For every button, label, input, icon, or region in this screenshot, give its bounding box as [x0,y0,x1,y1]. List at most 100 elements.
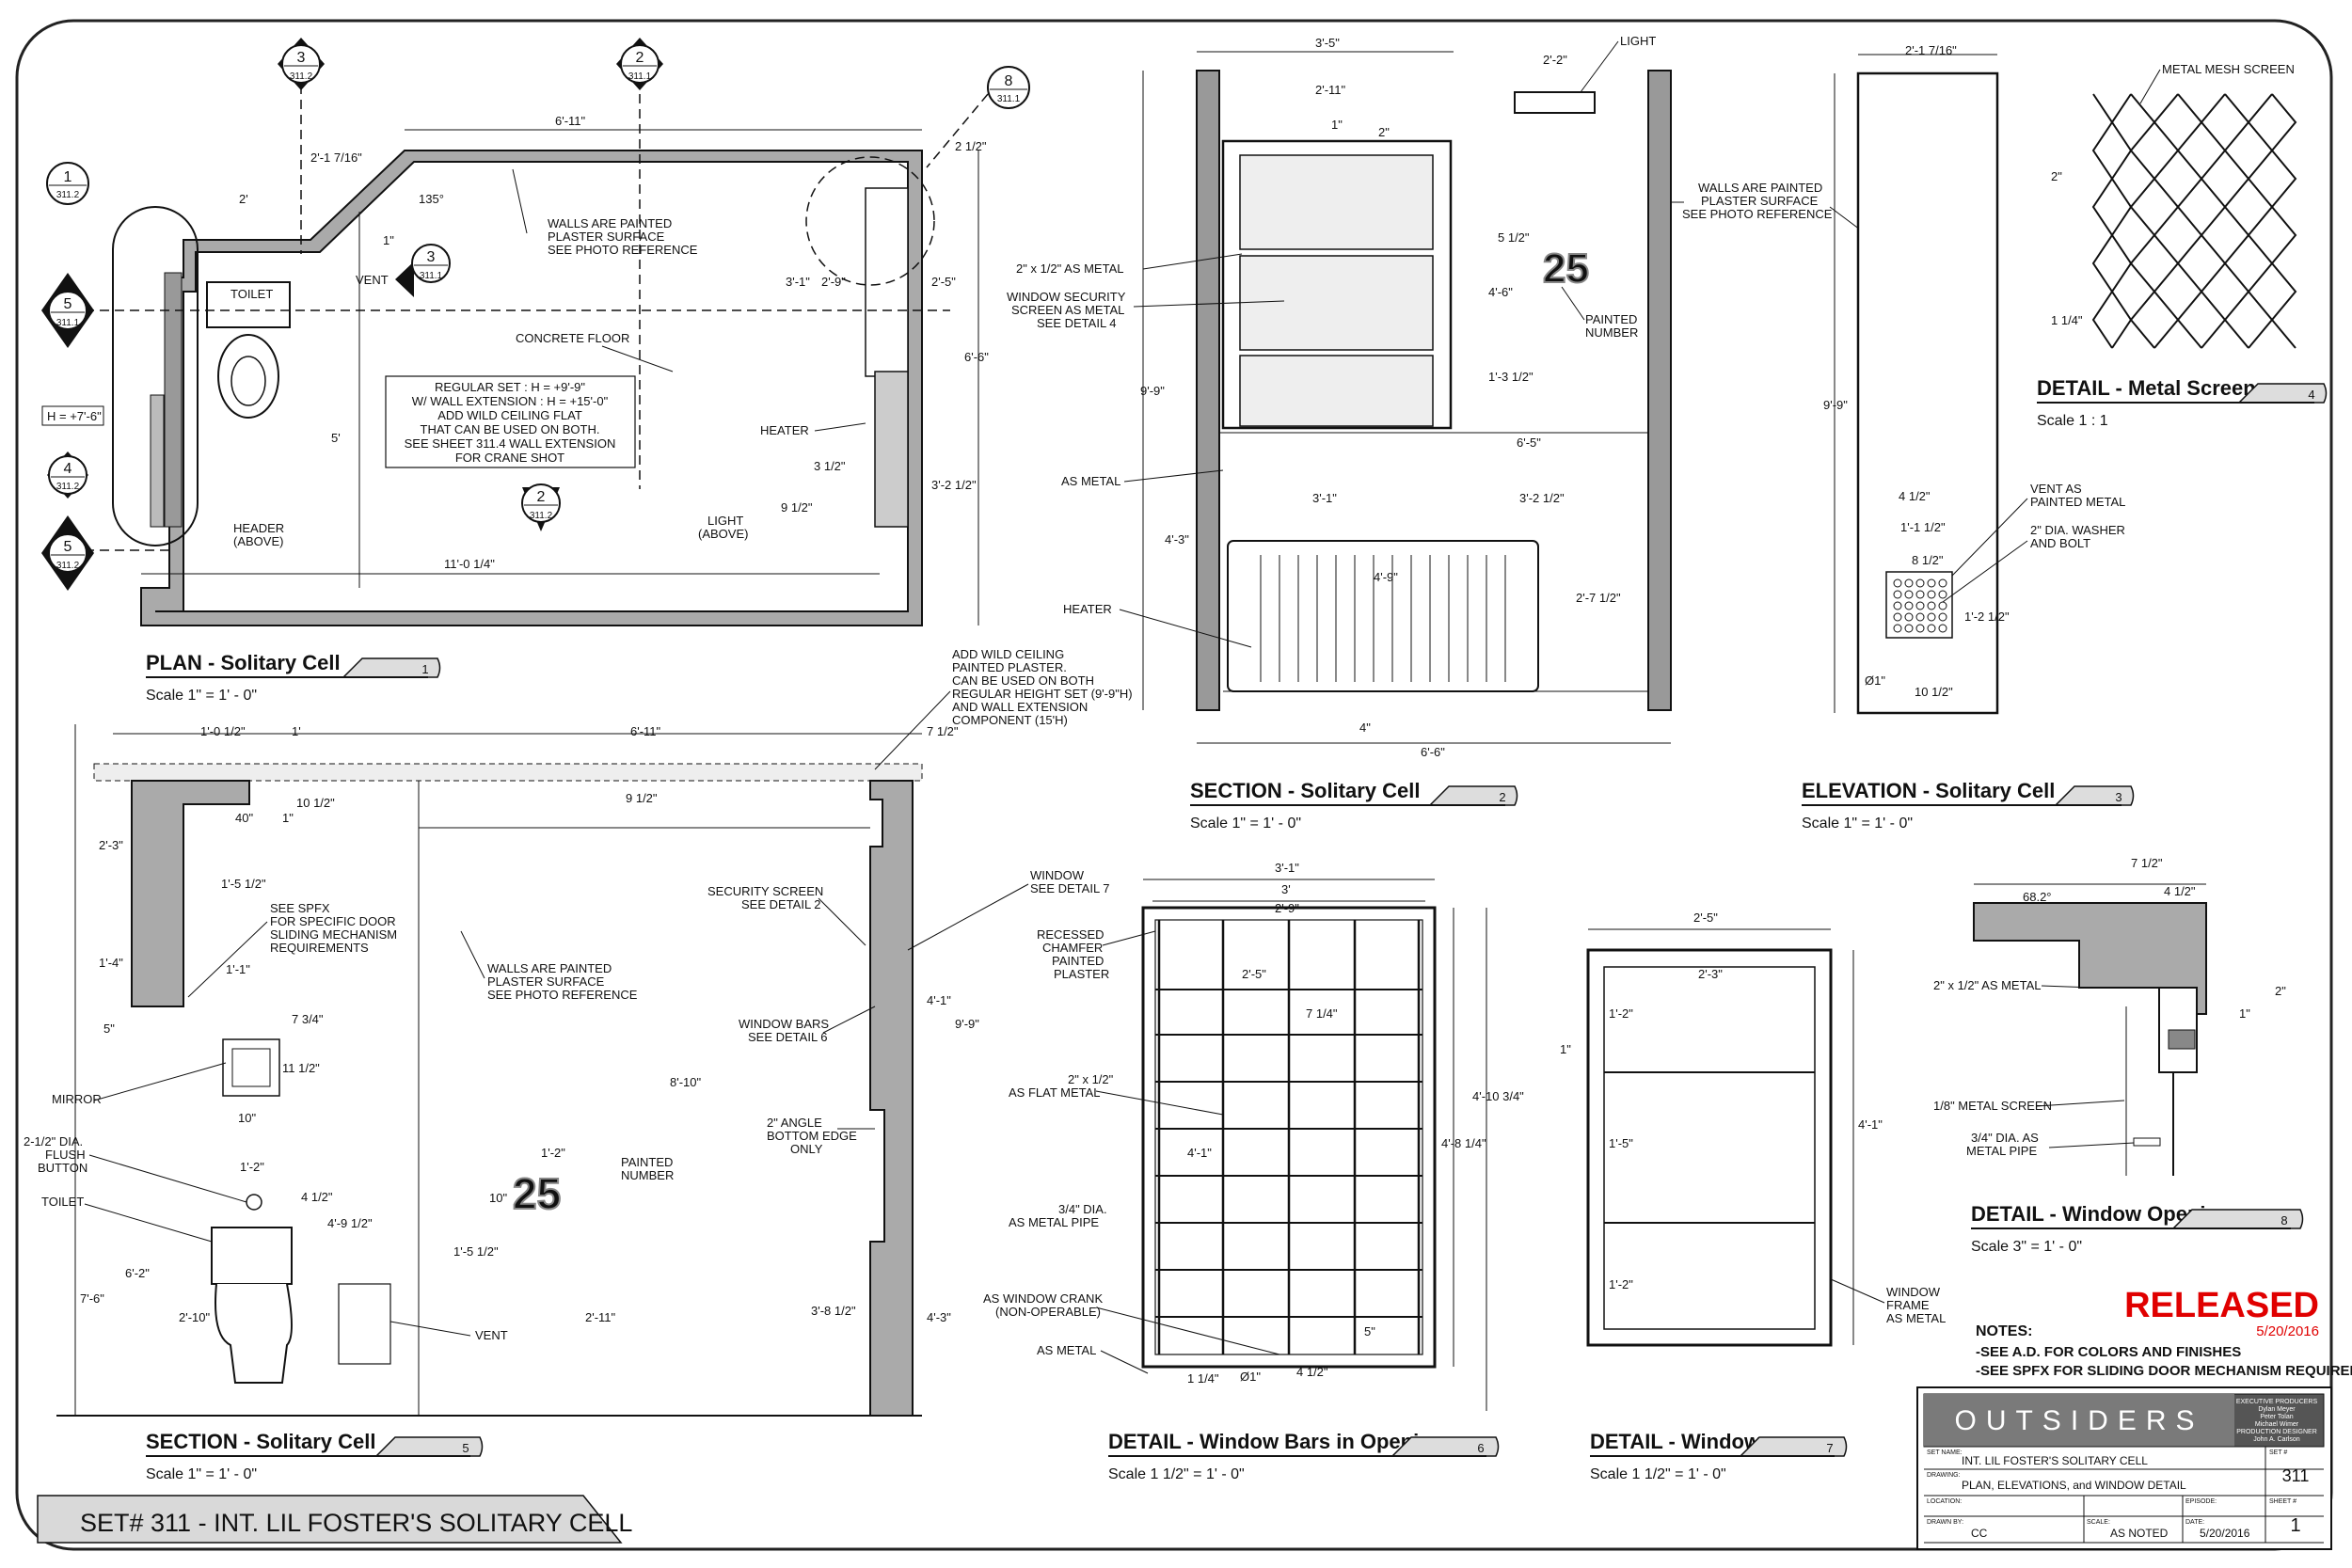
callout-2-311-1: 2 311.1 [616,38,663,90]
s5-screen-1: SECURITY SCREEN [707,884,823,898]
section2-title: SECTION - Solitary Cell [1190,779,1421,802]
plan-light-label-2: (ABOVE) [698,527,748,541]
s5-dim-1-5: 1'-5 1/2" [221,877,266,891]
d7-dim-1-2b: 1'-2" [1609,1277,1633,1291]
d4-dim-1-25: 1 1/4" [2051,313,2083,327]
s5-dim-2-3: 2'-3" [99,838,123,852]
set-box-line-4: THAT CAN BE USED ON BOTH. [421,422,600,436]
callout-5-311-1: 5 311.1 [41,273,94,348]
detail8-scale: Scale 3" = 1' - 0" [1971,1239,2082,1255]
d6-dim-2-5: 2'-5" [1242,967,1266,981]
s5-dim-4-9: 4'-9 1/2" [327,1216,373,1230]
elevation-3-view: 2'-1 7/16" 9'-9" 4 1/2" 1'-1 1/2" 8 1/2"… [1823,43,2125,715]
s2-dim-4-6: 4'-6" [1488,285,1513,299]
section2-scale: Scale 1" = 1' - 0" [1190,816,1301,832]
plan-dim-6-6: 6'-6" [964,350,989,364]
callout-sheet: 311.1 [420,271,443,281]
detail6-title: DETAIL - Window Bars in Opening [1108,1430,1444,1453]
view-title-plan: PLAN - Solitary Cell 1 Scale 1" = 1' - 0… [146,651,441,704]
d6-dim-7-25: 7 1/4" [1306,1006,1338,1021]
sheet-border [15,19,2333,1551]
d6-dim-2-9: 2'-9" [1275,901,1299,915]
plan-header-label-1: HEADER [233,521,284,535]
set-no-label: SET # [2269,1449,2287,1456]
e3-vent-2: PAINTED METAL [2030,495,2125,509]
plan-walls-note-1: WALLS ARE PAINTED [548,216,672,230]
e3-dim-width: 2'-1 7/16" [1905,43,1957,57]
d7-dim-4-1: 4'-1" [1858,1117,1883,1132]
s5-dim-2-10: 2'-10" [179,1310,211,1324]
view-title-detail-8: DETAIL - Window Opening 8 Scale 3" = 1' … [1971,1202,2304,1255]
e3-dim-dia: Ø1" [1865,673,1885,688]
s2-as-metal: AS METAL [1061,474,1120,488]
plan-dim-2-5: 2'-5" [931,275,956,289]
date-value: 5/20/2016 [2200,1527,2250,1540]
callout-num: 5 [64,539,72,555]
e3-dim-1-1: 1'-1 1/2" [1900,520,1946,534]
s5-dim-1-4: 1'-4" [99,956,123,970]
d8-dim-1: 1" [2239,1006,2250,1021]
callout-num: 3 [427,249,436,265]
s5-flush-2: FLUSH [45,1148,86,1162]
callout-sheet: 311.2 [56,482,80,492]
plan-number: 1 [421,662,428,676]
s5-dim-1-1: 1'-1" [226,962,250,976]
s5-walls-2: PLASTER SURFACE [487,974,605,989]
s5-spfx-4: REQUIREMENTS [270,941,369,955]
s5-screen-2: SEE DETAIL 2 [741,897,821,911]
callout-num: 5 [64,296,72,312]
s2-dim-2-7: 2'-7 1/2" [1576,591,1621,605]
d6-dim-1-25: 1 1/4" [1187,1371,1219,1386]
s5-walls-1: WALLS ARE PAINTED [487,961,612,975]
plan-dim-diag: 2'-1 7/16" [310,150,362,165]
s5-mirror: MIRROR [52,1092,102,1106]
s2-dim-1-3: 1'-3 1/2" [1488,370,1534,384]
detail7-title: DETAIL - Window [1590,1430,1761,1453]
d8-dim-7-5: 7 1/2" [2131,856,2163,870]
d6-crank-2: (NON-OPERABLE) [995,1305,1101,1319]
s5-angle-3: ONLY [790,1142,823,1156]
callout-sheet: 311.2 [290,71,313,82]
plan-light-label-1: LIGHT [707,514,743,528]
s5-ceiling-4: REGULAR HEIGHT SET (9'-9"H) [952,687,1133,701]
s2-screen-1: WINDOW SECURITY [1007,290,1126,304]
drawn-by-label: DRAWN BY: [1927,1519,1963,1526]
callout-num: 3 [297,50,306,66]
e3-dim-height: 9'-9" [1823,398,1848,412]
s5-spfx-1: SEE SPFX [270,901,330,915]
s2-metal-2x: 2" x 1/2" AS METAL [1016,261,1123,276]
plan-concrete-floor: CONCRETE FLOOR [516,331,629,345]
callout-sheet: 311.2 [530,511,553,521]
e3-dim-10-5: 10 1/2" [1915,685,1953,699]
d6-dim-4-5: 4 1/2" [1296,1365,1328,1379]
s5-bars-1: WINDOW BARS [739,1017,829,1031]
plan-scale: Scale 1" = 1' - 0" [146,688,257,704]
s5-dim-2-11: 2'-11" [585,1310,616,1324]
s2-walls-1: WALLS ARE PAINTED [1698,181,1822,195]
callout-5-311-2: 5 311.2 [41,515,94,591]
plan-vent-label: VENT [356,273,389,287]
d7-dim-1-2a: 1'-2" [1609,1006,1633,1021]
detail-8-view: 7 1/2" 4 1/2" 68.2° 2" 1" 2" x 1/2" AS M… [1933,856,2286,1176]
title-block-logo: OUTSIDERS [1954,1405,2203,1436]
s5-dim-8-10: 8'-10" [670,1075,702,1089]
d6-crank-1: AS WINDOW CRANK [983,1291,1103,1306]
drawn-by: CC [1971,1527,1988,1540]
s5-dim-6-2: 6'-2" [125,1266,150,1280]
section2-number: 2 [1499,790,1505,804]
set-box-line-6: FOR CRANE SHOT [455,451,564,465]
set-name: INT. LIL FOSTER'S SOLITARY CELL [1962,1454,2148,1467]
callout-sheet: 311.2 [56,190,80,200]
plan-height-label: H = +7'-6" [47,409,102,423]
d6-as-metal: AS METAL [1037,1343,1096,1357]
detail4-title: DETAIL - Metal Screen [2037,376,2256,400]
e3-vent-1: VENT AS [2030,482,2082,496]
callout-num: 8 [1005,73,1013,89]
s5-flush-3: BUTTON [38,1161,87,1175]
notes-line-1: -SEE A.D. FOR COLORS AND FINISHES [1976,1344,2241,1360]
release-stamp: RELEASED 5/20/2016 [2124,1286,2319,1339]
s5-bars-2: SEE DETAIL 6 [748,1030,828,1044]
elevation3-number: 3 [2115,790,2122,804]
plan-heater-label: HEATER [760,423,809,437]
detail4-scale: Scale 1 : 1 [2037,413,2108,429]
